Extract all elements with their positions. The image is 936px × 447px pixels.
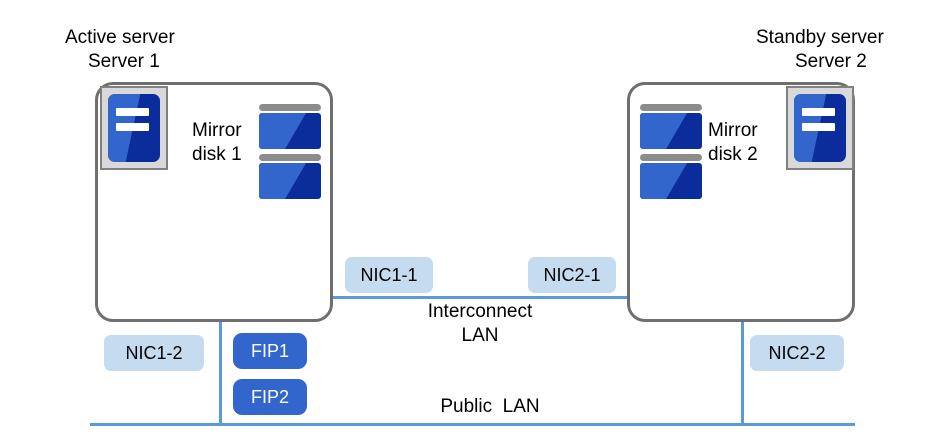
nic-chip-nic1-2[interactable]: NIC1-2 <box>104 335 204 371</box>
fip-chip-fip2[interactable]: FIP2 <box>233 379 307 415</box>
mirror-disk2-label-line1: Mirror <box>708 120 758 141</box>
mirror-disk2-icon <box>640 104 702 199</box>
nic-chip-nic1-1[interactable]: NIC1-1 <box>345 257 433 293</box>
mirror-disk1-icon <box>259 104 321 199</box>
mirror-disk2-label-line2: disk 2 <box>708 144 758 165</box>
server-tower-icon <box>100 86 168 170</box>
server-tower-icon <box>786 86 854 170</box>
interconnect-lan-line <box>333 296 627 299</box>
server1-name-label: Server 1 <box>88 51 160 72</box>
interconnect-lan-label-line2: LAN <box>461 325 499 346</box>
nic-chip-nic2-2[interactable]: NIC2-2 <box>750 335 844 371</box>
public-lan-line <box>90 423 855 426</box>
interconnect-lan-label-line1: Interconnect <box>427 301 533 322</box>
server2-role-label: Standby server <box>756 27 884 48</box>
server2-name-label: Server 2 <box>795 51 867 72</box>
fip-chip-fip1[interactable]: FIP1 <box>233 333 307 369</box>
server1-role-label: Active server <box>65 27 175 48</box>
server1-public-lan-drop-line <box>219 322 222 425</box>
server2-public-lan-drop-line <box>741 322 744 425</box>
mirror-disk1-label-line2: disk 1 <box>192 144 242 165</box>
mirror-disk1-label-line1: Mirror <box>192 120 242 141</box>
nic-chip-nic2-1[interactable]: NIC2-1 <box>528 257 616 293</box>
public-lan-label: Public LAN <box>440 396 540 417</box>
